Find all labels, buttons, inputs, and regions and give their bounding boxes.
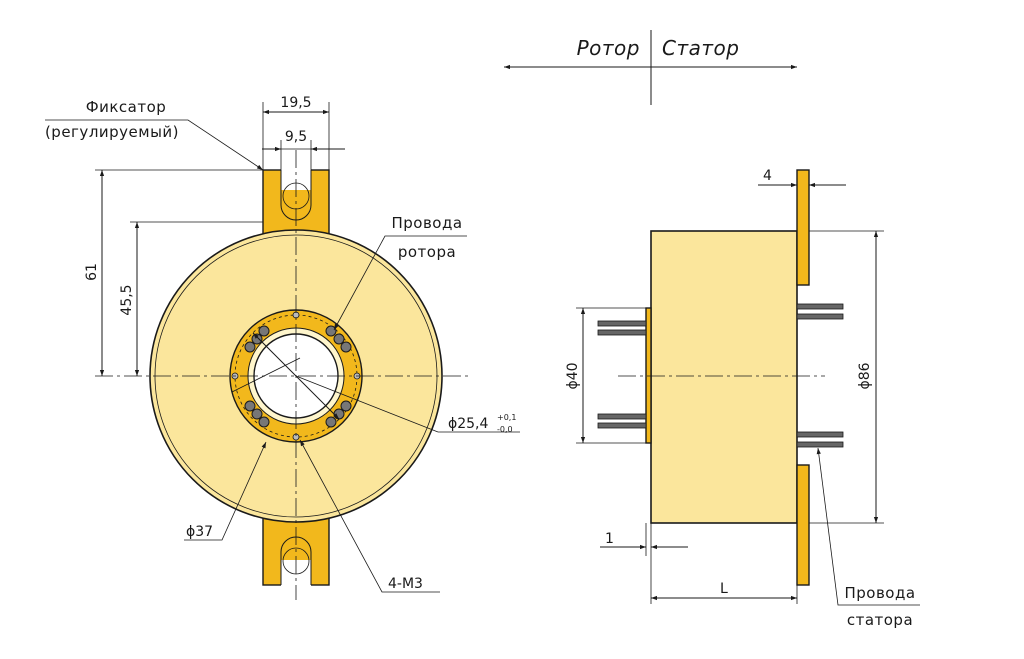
dim-45-5: 45,5: [119, 284, 135, 315]
side-flange-top: [796, 169, 810, 286]
dim-37: ϕ37: [186, 524, 213, 540]
rotor-wires-leader: [333, 235, 467, 331]
dim-19-5: 19,5: [280, 95, 311, 111]
stator-wires-leader: [816, 447, 920, 606]
side-view-dimensions: 4 ϕ40 ϕ86 1 L Провода статора: [565, 168, 920, 629]
dim-86: ϕ86: [857, 362, 873, 389]
stator-label: Статор: [662, 36, 739, 60]
rotor-wires-label-line1: Провода: [391, 214, 462, 232]
rotor-label: Ротор: [577, 36, 640, 60]
front-view: [95, 150, 520, 600]
side-flange-bottom: [796, 464, 810, 586]
dim-holes: 4-M3: [388, 576, 423, 592]
stator-wires-label-line1: Провода: [844, 584, 915, 602]
fixator-label-line2: (регулируемый): [45, 123, 179, 141]
dim-61: 61: [84, 263, 100, 281]
rotor-protrusion: [645, 307, 652, 444]
stator-wires-label-line2: статора: [847, 611, 913, 629]
fixator-leader: [45, 119, 264, 171]
holes-leader: [299, 439, 440, 593]
dim-4: 4: [763, 168, 772, 184]
dim-bore-tol-lower: -0,0: [497, 425, 513, 434]
rotor-wires-side: [597, 320, 647, 429]
dim-9-5: 9,5: [285, 129, 307, 145]
dim-40: ϕ40: [565, 362, 581, 389]
stator-wires-side: [796, 303, 844, 448]
fixator-label-line1: Фиксатор: [86, 98, 167, 116]
dim-L: L: [720, 581, 728, 597]
dim-1: 1: [605, 531, 614, 547]
front-view-dimensions: 19,5 9,5 61 45,5 Фиксатор (регулируемый)…: [45, 95, 516, 593]
rotor-wires-label-line2: ротора: [398, 243, 456, 261]
side-view: [597, 169, 844, 586]
rotor-stator-legend: Ротор Статор: [504, 30, 797, 105]
side-body: [650, 230, 798, 524]
bore-leader: [295, 375, 439, 433]
pitch-dia-leader: [184, 441, 267, 541]
dim-bore: ϕ25,4: [448, 416, 489, 432]
dim-bore-tol-upper: +0,1: [497, 413, 516, 422]
